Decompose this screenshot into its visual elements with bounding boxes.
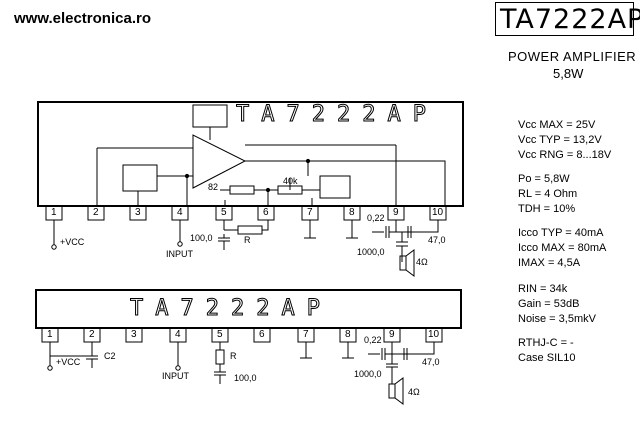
circuit-1 [37, 101, 464, 277]
c022-label-1: 0,22 [367, 213, 385, 223]
spec-case: Case SIL10 [518, 352, 576, 364]
internal-block-right [319, 175, 351, 199]
pin-6-b: 6 [259, 329, 265, 340]
c100-label-1: 100,0 [190, 233, 213, 243]
spec-icco-max: Icco MAX = 80mA [518, 242, 607, 254]
speaker-label-1: 4Ω [416, 257, 428, 267]
pin-7-b: 7 [303, 329, 309, 340]
chip-label-2: TA7222AP [130, 296, 332, 321]
spec-vcc-range: Vcc RNG = 8...18V [518, 149, 612, 161]
spec-tdh: TDH = 10% [518, 203, 576, 215]
chip-label-1: TA7222AP [236, 102, 438, 127]
device-type: POWER AMPLIFIER [508, 49, 637, 64]
spec-vcc-typ: Vcc TYP = 13,2V [518, 134, 602, 146]
spec-gain: Gain = 53dB [518, 298, 580, 310]
internal-block-left [122, 164, 158, 192]
r-label-2: R [230, 351, 237, 361]
spec-rin: RIN = 34k [518, 283, 568, 295]
pin-2: 2 [93, 207, 99, 218]
input-label-2: INPUT [162, 371, 189, 381]
pin-9: 9 [393, 207, 399, 218]
pin-5-b: 5 [217, 329, 223, 340]
c470-label-1: 47,0 [428, 235, 446, 245]
pin-9-b: 9 [389, 329, 395, 340]
spec-group-current: Icco TYP = 40mA Icco MAX = 80mA IMAX = 4… [518, 226, 606, 271]
pin-7: 7 [307, 207, 313, 218]
c022-label-2: 0,22 [364, 335, 382, 345]
c100-label-2: 100,0 [234, 373, 257, 383]
chip-body-2 [35, 289, 462, 329]
pin-1: 1 [51, 207, 57, 218]
pin-4-b: 4 [175, 329, 181, 340]
spec-group-thermal: RTHJ-C = - Case SIL10 [518, 336, 575, 366]
pin-3-b: 3 [131, 329, 137, 340]
pin-1-b: 1 [47, 329, 53, 340]
c1000-label-2: 1000,0 [354, 369, 382, 379]
site-url: www.electronica.ro [14, 10, 151, 27]
vcc-label-2: +VCC [56, 357, 81, 367]
part-number-title: TA7222AP [500, 4, 640, 35]
spec-rthjc: RTHJ-C = - [518, 337, 574, 349]
power-rating: 5,8W [553, 66, 584, 81]
spec-imax: IMAX = 4,5A [518, 257, 581, 269]
pins-2 [41, 327, 443, 343]
vcc-label-1: +VCC [60, 237, 85, 247]
c1000-label-1: 1000,0 [357, 247, 385, 257]
pin-10-b: 10 [428, 329, 440, 340]
pin-6: 6 [263, 207, 269, 218]
title-frame [495, 2, 634, 36]
internal-block-top [192, 104, 228, 128]
pin-3: 3 [135, 207, 141, 218]
amplifier-triangle [192, 134, 247, 189]
circuit-2 [35, 289, 462, 405]
spec-icco-typ: Icco TYP = 40mA [518, 227, 604, 239]
pin-10: 10 [432, 207, 444, 218]
spec-rl: RL = 4 Ohm [518, 188, 578, 200]
pins-1 [45, 205, 447, 221]
pin-2-b: 2 [89, 329, 95, 340]
spec-group-supply: Vcc MAX = 25V Vcc TYP = 13,2V Vcc RNG = … [518, 118, 611, 163]
spec-group-output: Po = 5,8W RL = 4 Ohm TDH = 10% [518, 172, 577, 217]
pin-5: 5 [221, 207, 227, 218]
spec-po: Po = 5,8W [518, 173, 570, 185]
r82-label: 82 [208, 182, 219, 192]
chip-body-1 [37, 101, 464, 207]
pin-4: 4 [177, 207, 183, 218]
r-label-1: R [244, 235, 251, 245]
spec-group-signal: RIN = 34k Gain = 53dB Noise = 3,5mkV [518, 282, 596, 327]
c2-label: C2 [104, 351, 116, 361]
spec-noise: Noise = 3,5mkV [518, 313, 596, 325]
pin-8: 8 [349, 207, 355, 218]
speaker-label-2: 4Ω [408, 387, 420, 397]
r40k-label: 40k [283, 176, 298, 186]
input-label-1: INPUT [166, 249, 193, 259]
pin-8-b: 8 [345, 329, 351, 340]
c470-label-2: 47,0 [422, 357, 440, 367]
spec-vcc-max: Vcc MAX = 25V [518, 119, 596, 131]
